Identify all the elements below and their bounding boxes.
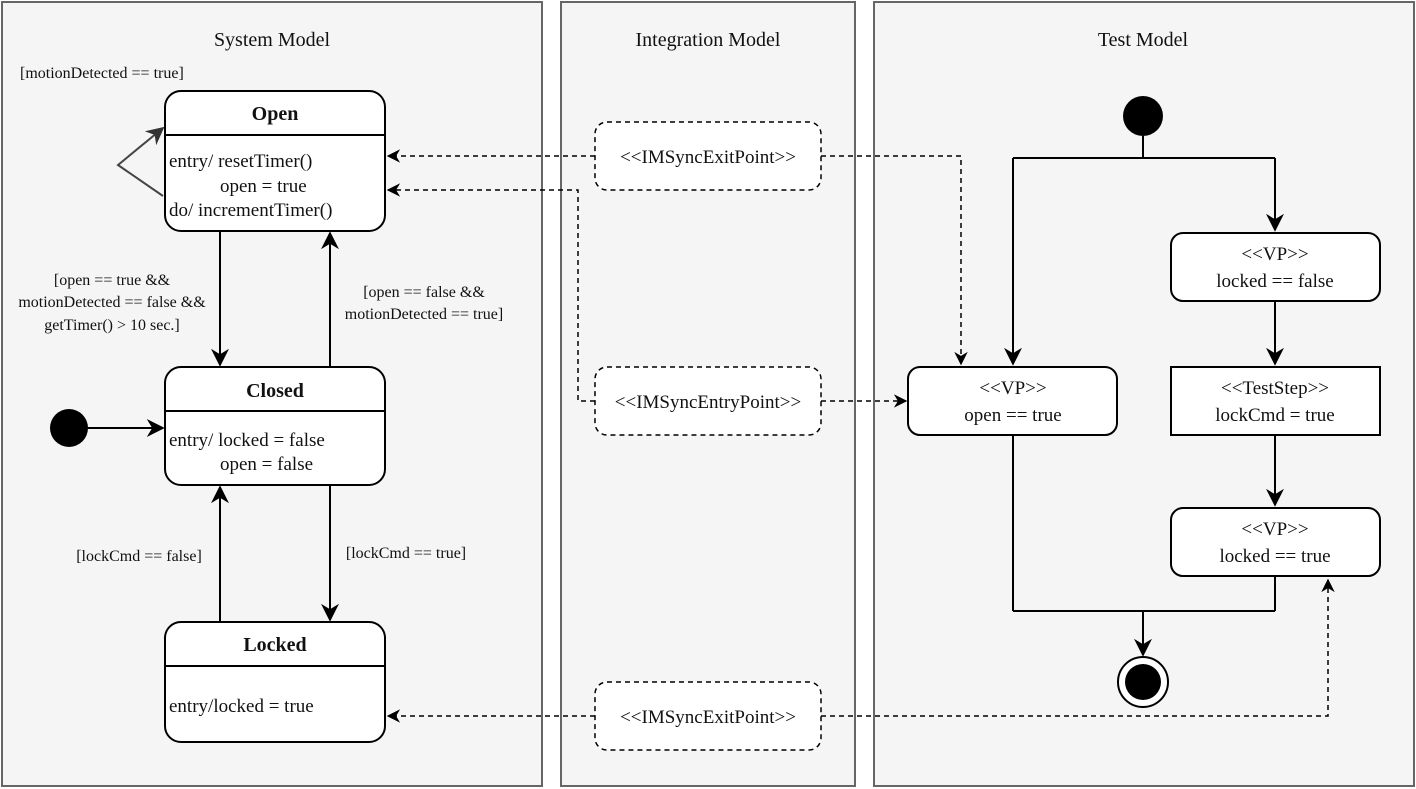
state-closed[interactable]: Closed entry/ locked = false open = fals…: [164, 366, 386, 486]
test-step-expression: lockCmd = true: [1215, 405, 1334, 426]
test-step-stereotype: <<TestStep>>: [1221, 378, 1329, 399]
guard-open-to-closed-2: motionDetected == false &&: [18, 294, 206, 311]
state-locked-title: Locked: [243, 634, 306, 656]
state-open-line-3: do/ incrementTimer(): [169, 200, 332, 221]
vp-open-true-expression: open == true: [964, 405, 1061, 426]
vp-locked-true-expression: locked == true: [1219, 546, 1330, 567]
state-closed-title: Closed: [246, 380, 304, 402]
state-locked-line-1: entry/locked = true: [169, 696, 314, 717]
state-open-line-2: open = true: [220, 176, 307, 197]
guard-locked-to-closed: [lockCmd == false]: [76, 548, 202, 565]
state-locked[interactable]: Locked entry/locked = true: [164, 621, 386, 743]
guard-open-to-closed-1: [open == true &&: [54, 272, 171, 289]
state-closed-line-2: open = false: [220, 454, 313, 475]
vp-locked-true[interactable]: <<VP>> locked == true: [1170, 507, 1381, 577]
im-sync-exit-point-bottom-label: <<IMSyncExitPoint>>: [620, 707, 796, 728]
vp-locked-false-expression: locked == false: [1216, 271, 1333, 292]
im-sync-exit-point-bottom[interactable]: <<IMSyncExitPoint>>: [594, 681, 822, 751]
lane-title-integration: Integration Model: [636, 29, 781, 51]
lane-title-test: Test Model: [1098, 29, 1189, 51]
im-sync-exit-point-top[interactable]: <<IMSyncExitPoint>>: [594, 121, 822, 191]
system-initial-node: [50, 409, 88, 447]
guard-self-loop: [motionDetected == true]: [20, 65, 184, 82]
state-open[interactable]: Open entry/ resetTimer() open = true do/…: [164, 90, 386, 232]
vp-locked-true-stereotype: <<VP>>: [1241, 519, 1308, 540]
im-sync-entry-point[interactable]: <<IMSyncEntryPoint>>: [594, 366, 822, 436]
guard-closed-to-locked: [lockCmd == true]: [346, 545, 466, 562]
state-closed-line-1: entry/ locked = false: [169, 430, 325, 451]
vp-open-true[interactable]: <<VP>> open == true: [907, 366, 1118, 436]
lane-title-system: System Model: [214, 29, 331, 51]
open-self-loop-arrow: [116, 126, 165, 197]
exit-bottom-to-vp-locked-true-arrow: [821, 578, 1335, 717]
state-open-line-1: entry/ resetTimer(): [169, 151, 312, 172]
state-open-title: Open: [252, 103, 299, 125]
vp-locked-false-stereotype: <<VP>>: [1241, 244, 1308, 265]
im-sync-exit-point-top-label: <<IMSyncExitPoint>>: [620, 147, 796, 168]
test-step-lock-cmd[interactable]: <<TestStep>> lockCmd = true: [1170, 366, 1381, 436]
test-final-node: [1117, 656, 1169, 708]
guard-closed-to-open-1: [open == false &&: [363, 284, 485, 301]
test-initial-node: [1123, 96, 1163, 136]
vp-locked-false[interactable]: <<VP>> locked == false: [1170, 232, 1381, 302]
exit-top-to-vp-open-arrow: [821, 155, 968, 366]
im-sync-entry-point-label: <<IMSyncEntryPoint>>: [615, 392, 801, 413]
guard-open-to-closed-3: getTimer() > 10 sec.]: [44, 317, 180, 334]
guard-closed-to-open-2: motionDetected == true]: [345, 306, 503, 323]
vp-open-true-stereotype: <<VP>>: [979, 378, 1046, 399]
